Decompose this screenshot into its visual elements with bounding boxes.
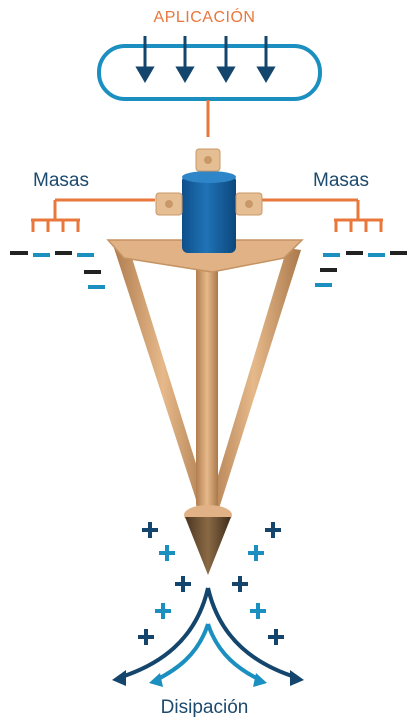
right-ground-dashes bbox=[315, 251, 407, 287]
left-ground-dashes bbox=[10, 251, 105, 289]
left-leg bbox=[114, 245, 212, 518]
arrow-head bbox=[256, 66, 276, 83]
left-masses-label: Masas bbox=[33, 170, 89, 191]
cylinder-top bbox=[182, 171, 236, 183]
dissipation-label: Disipación bbox=[160, 697, 249, 718]
inner-left-arrow bbox=[155, 623, 210, 682]
outer-right-arrow bbox=[206, 587, 299, 680]
application-label: APLICACIÓN bbox=[153, 9, 256, 26]
cylinder bbox=[182, 175, 236, 253]
tip-cone bbox=[185, 517, 231, 575]
arrow-head bbox=[175, 66, 195, 83]
top-plate bbox=[106, 239, 304, 273]
left-mass-symbol bbox=[31, 198, 155, 232]
right-leg bbox=[206, 248, 301, 518]
outer-left-arrow bbox=[117, 587, 210, 680]
arrow-head bbox=[216, 66, 236, 83]
right-masses-label: Masas bbox=[313, 170, 369, 191]
application-frame bbox=[97, 44, 322, 101]
arrow-head bbox=[135, 66, 155, 83]
right-mass-symbol bbox=[257, 198, 383, 232]
center-leg bbox=[196, 255, 218, 513]
inner-right-arrow bbox=[206, 623, 261, 682]
application-box bbox=[97, 36, 322, 101]
dissipation-arrows bbox=[112, 587, 304, 687]
charge-plus-signs bbox=[138, 522, 284, 645]
dissipator-device bbox=[106, 148, 304, 575]
application-arrows bbox=[135, 36, 276, 83]
